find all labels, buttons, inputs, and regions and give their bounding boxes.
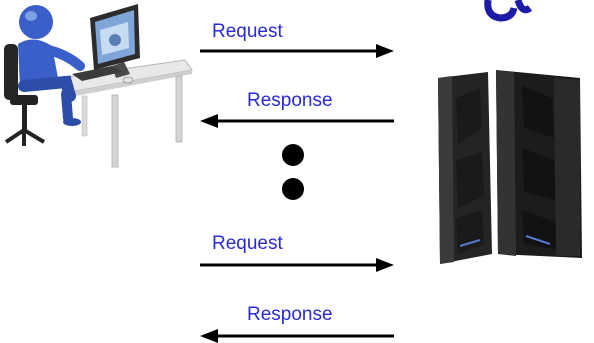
request-arrow-1 bbox=[200, 44, 394, 58]
request-label-1: Request bbox=[212, 21, 283, 42]
response-label-2: Response bbox=[247, 304, 333, 325]
response-arrow-2 bbox=[200, 329, 394, 343]
ellipsis-dot-upper bbox=[282, 144, 304, 166]
response-label-1: Response bbox=[247, 90, 333, 111]
request-label-2: Request bbox=[212, 233, 283, 254]
mainframe-server-icon bbox=[438, 70, 582, 264]
request-arrow-2 bbox=[200, 258, 394, 272]
cropped-heading-glyph bbox=[484, 0, 533, 22]
ellipsis-dot-lower bbox=[282, 178, 304, 200]
response-arrow-1 bbox=[200, 114, 394, 128]
user-at-computer-icon bbox=[4, 4, 193, 168]
